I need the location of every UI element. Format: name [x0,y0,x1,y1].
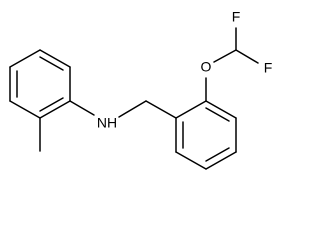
bond-nh-to-ch2 [118,100,147,118]
double-bond-left-ring-b [39,97,64,112]
structure-canvas: NH O F F [9,9,273,170]
molecule-diagram: NH O F F [9,9,273,170]
double-bond-right-ring-b [205,147,230,162]
bond-left-ring-6 [9,49,41,68]
bond-right-ring-2 [205,100,237,119]
bond-left-ring-4 [9,100,41,119]
bond-left-ring-1 [39,49,71,68]
double-bond-left-ring-a [39,56,64,71]
bond-oxygen-to-chf2 [213,49,237,63]
bond-right-ring-5 [175,151,207,170]
bond-ring-to-nh [69,100,95,116]
bond-right-ring-4 [205,151,237,170]
bond-right-ring-1 [175,100,207,119]
right-benzene-ring [175,100,237,170]
bond-chf2-to-f-right [235,49,259,64]
bond-ch2-to-ring [145,100,177,119]
fluorine-right-label: F [264,60,273,76]
bond-left-ring-3 [39,100,71,119]
double-bond-right-ring-a [205,107,230,122]
left-benzene-ring [9,49,71,119]
fluorine-top-label: F [232,9,241,25]
amine-nh-label: NH [97,115,117,131]
ether-oxygen-label: O [201,59,212,75]
